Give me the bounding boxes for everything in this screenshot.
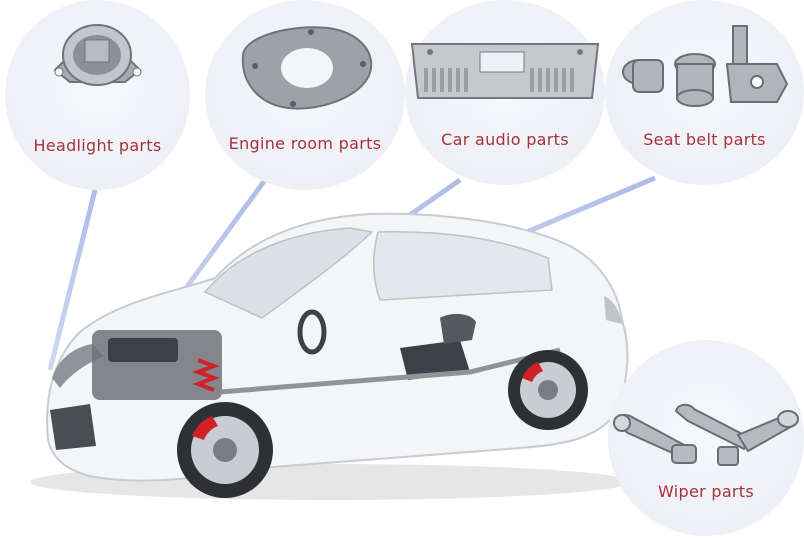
label-seatbelt: Seat belt parts <box>643 130 766 149</box>
car-taillight <box>604 296 622 324</box>
headlight-bracket-icon <box>53 24 142 86</box>
front-spring <box>192 358 220 392</box>
callout-engine: Engine room parts <box>205 0 405 190</box>
front-wheel <box>177 402 273 498</box>
car-headlight <box>52 344 104 388</box>
seatbelt-fittings-icon <box>622 25 789 107</box>
engine-plate-icon <box>241 26 373 110</box>
callout-seatbelt: Seat belt parts <box>605 0 804 185</box>
callout-wiper: Wiper parts <box>608 340 804 536</box>
car-windshield <box>203 227 374 319</box>
label-audio: Car audio parts <box>441 130 569 149</box>
rear-seat <box>440 313 476 344</box>
callout-headlight: Headlight parts <box>5 0 190 190</box>
label-headlight: Headlight parts <box>33 136 162 155</box>
audio-chassis-icon <box>410 43 600 99</box>
wiper-pivot-icon <box>612 403 799 466</box>
label-engine: Engine room parts <box>228 134 382 153</box>
car-side-window <box>372 230 553 301</box>
beam-headlight <box>47 189 98 371</box>
callout-audio: Car audio parts <box>405 0 605 185</box>
front-seat <box>400 340 470 380</box>
car-grille <box>50 404 96 450</box>
label-wiper: Wiper parts <box>657 482 755 501</box>
steering-wheel <box>297 309 327 355</box>
rear-wheel <box>508 350 588 430</box>
engine-cover <box>108 338 178 362</box>
